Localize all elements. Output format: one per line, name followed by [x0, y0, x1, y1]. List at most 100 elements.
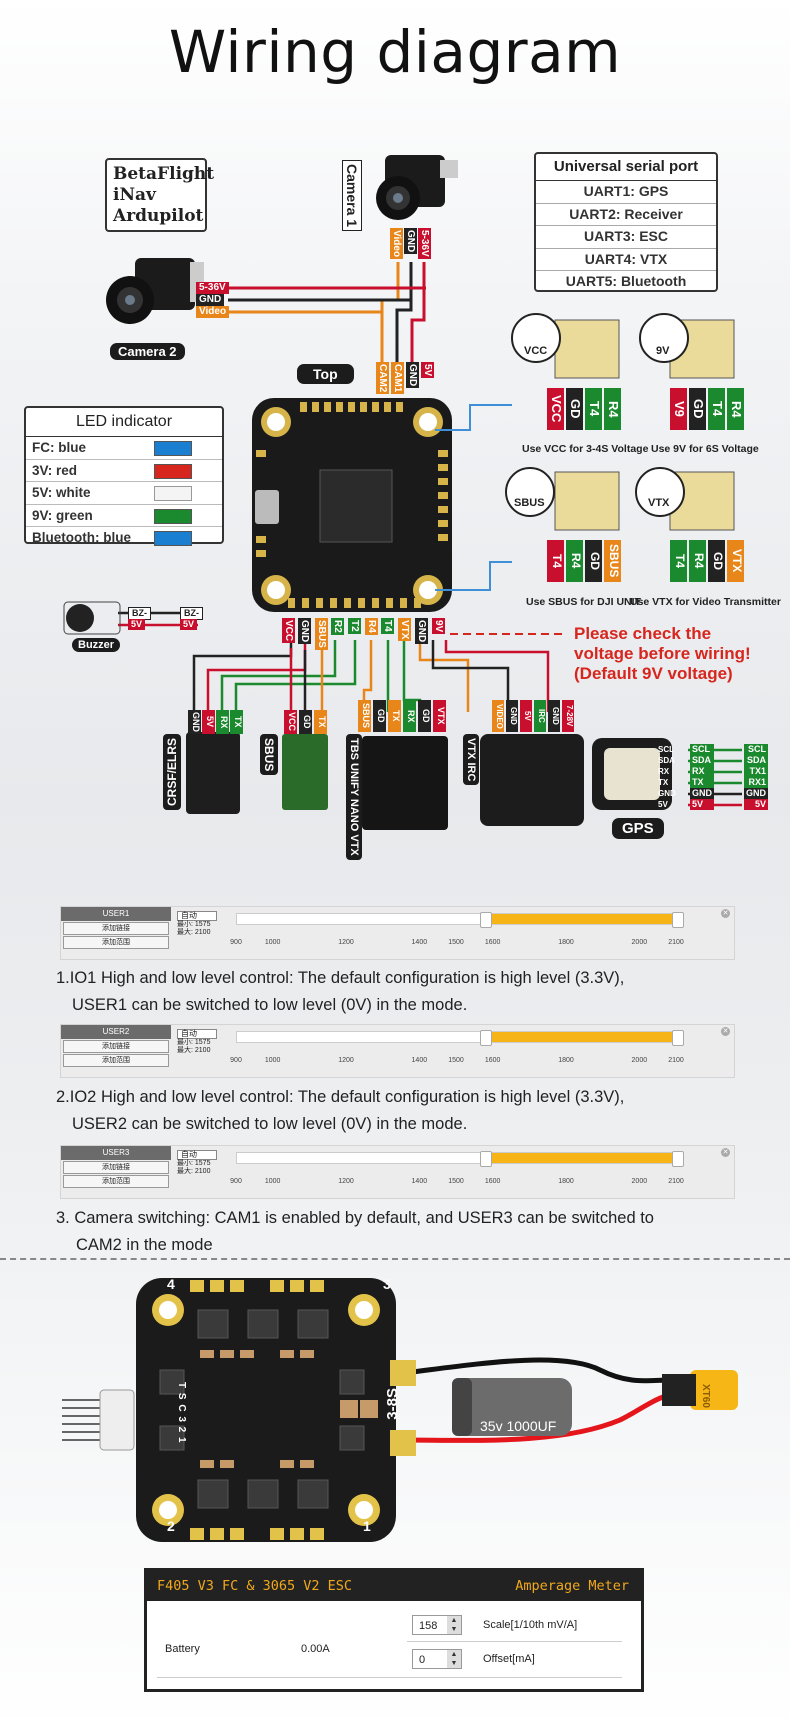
user1-title: USER1	[61, 907, 171, 921]
led-row: FC: blue	[26, 437, 222, 460]
warning-line: (Default 9V voltage)	[574, 664, 733, 683]
vtx-irc-label: VTX IRC	[463, 734, 479, 786]
gps-pin: GND	[658, 789, 676, 798]
esc-voltage-label: 3-8S	[384, 1388, 401, 1420]
close-icon[interactable]: ✕	[721, 1148, 730, 1157]
tick-label: 900	[230, 939, 242, 946]
tick-label: 1000	[264, 1178, 281, 1185]
fc-pad-vcc: VCC	[282, 618, 295, 644]
peri-pin: IRC	[534, 700, 546, 732]
amp-divider	[407, 1641, 622, 1642]
gps-wire-tag: TX1	[744, 766, 768, 777]
camera1-image	[376, 155, 458, 220]
esc-corner-3: 3	[383, 1276, 391, 1292]
battery-label: Battery	[165, 1643, 200, 1655]
close-icon[interactable]: ✕	[721, 1027, 730, 1036]
range-handle-max[interactable]	[672, 1030, 684, 1046]
fc-board	[252, 398, 452, 612]
para-io1: 1.IO1 High and low level control: The de…	[56, 965, 756, 1019]
range-track[interactable]	[236, 1151, 684, 1167]
range-handle-max[interactable]	[672, 1151, 684, 1167]
battery-value: 0.00A	[301, 1643, 330, 1655]
user3-mode: 自动 最小: 1575 最大: 2100	[177, 1150, 217, 1176]
led-row: 9V: green	[26, 505, 222, 527]
esc-motor-pins: T S C 3 2 1	[176, 1382, 187, 1444]
add-link-button[interactable]: 添加链接	[63, 1161, 169, 1174]
range-handle-min[interactable]	[479, 912, 492, 928]
fc-pad-9v: 9V	[432, 618, 445, 635]
peri-pin: GD	[299, 710, 312, 734]
gps-wire-tag: 5V	[744, 799, 768, 810]
camera1-label: Camera 1	[342, 160, 362, 232]
tbs-pins: SBUS GD TX RX GD VTX	[358, 700, 446, 732]
tick-label: 1200	[338, 939, 354, 946]
selector-note-9v: Use 9V for 6S Voltage	[651, 443, 759, 455]
sel-pin: GD	[585, 540, 602, 582]
led-label: FC: blue	[32, 440, 86, 455]
stepper-arrows-icon[interactable]: ▲▼	[447, 1616, 461, 1634]
tick-label: 2000	[631, 1057, 648, 1064]
firmware-inav: iNav	[113, 185, 156, 205]
mode-select[interactable]: 自动	[177, 1029, 217, 1039]
scale-value: 158	[419, 1620, 438, 1632]
add-range-button[interactable]: 添加范围	[63, 936, 169, 949]
esc-corner-2: 2	[167, 1518, 175, 1534]
range-track[interactable]	[236, 912, 684, 928]
peri-pin: GD	[418, 700, 431, 732]
user3-slider-panel: USER3 添加链接 添加范围 自动 最小: 1575 最大: 2100 900…	[60, 1145, 735, 1199]
add-range-button[interactable]: 添加范围	[63, 1175, 169, 1188]
gps-board-pins: SCL SDA RX TX GND 5V	[658, 744, 676, 810]
peri-pin: GND	[548, 700, 560, 732]
led-label: 9V: green	[32, 507, 93, 523]
add-link-button[interactable]: 添加链接	[63, 1040, 169, 1053]
tick-label: 2000	[631, 1178, 648, 1185]
selector-note-vcc: Use VCC for 3-4S Voltage	[522, 443, 649, 455]
selector-board-vtx	[635, 467, 735, 531]
firmware-betaflight: BetaFlight	[113, 164, 215, 184]
tick-label: 1200	[338, 1178, 354, 1185]
range-handle-min[interactable]	[479, 1030, 492, 1046]
camera2-image	[106, 258, 204, 324]
xt60-label: XT60	[700, 1384, 711, 1408]
esc-board	[136, 1278, 396, 1542]
user1-side: USER1 添加链接 添加范围	[61, 907, 171, 959]
fc-top-label: Top	[297, 364, 354, 384]
gps-wire-tag: RX1	[744, 777, 768, 788]
tick-label: 2000	[631, 939, 648, 946]
selector-board-sbus	[505, 467, 620, 531]
selector-pins-9v: V9 GD T4 R4	[670, 388, 744, 430]
scale-stepper[interactable]: 158 ▲▼	[412, 1615, 462, 1635]
fc-pad-r2: R2	[331, 618, 344, 635]
para-io2: 2.IO2 High and low level control: The de…	[56, 1084, 756, 1138]
add-link-button[interactable]: 添加链接	[63, 922, 169, 935]
selector-pad-vtx: VTX	[648, 497, 670, 509]
fc-pad-cam2: CAM2	[376, 362, 389, 395]
stepper-arrows-icon[interactable]: ▲▼	[447, 1650, 461, 1668]
add-range-button[interactable]: 添加范围	[63, 1054, 169, 1067]
firmware-ardupilot: Ardupilot	[113, 206, 204, 226]
range-handle-max[interactable]	[672, 912, 684, 928]
range-fill	[484, 1153, 677, 1163]
esc-svg	[62, 1278, 738, 1542]
gps-wire-tag: SCL	[690, 744, 714, 755]
selector-pins-sbus: T4 R4 GD SBUS	[547, 540, 621, 582]
range-handle-min[interactable]	[479, 1151, 492, 1167]
crsf-board	[186, 732, 240, 814]
sel-pin: R4	[604, 388, 621, 430]
peri-pin: RX	[403, 700, 416, 732]
page-title: Wiring diagram	[168, 18, 622, 86]
mode-select[interactable]: 自动	[177, 1150, 217, 1160]
uart-row: UART5: Bluetooth	[565, 273, 687, 289]
offset-stepper[interactable]: 0▲▼	[412, 1649, 462, 1669]
range-track[interactable]	[236, 1030, 684, 1046]
led-label: 3V: red	[32, 462, 78, 478]
uart-header: Universal serial port	[536, 154, 716, 181]
tick-label: 2100	[668, 939, 684, 946]
crsf-pins: GND 5V RX TX	[188, 710, 243, 734]
close-icon[interactable]: ✕	[721, 909, 730, 918]
range-max: 最大: 2100	[177, 929, 211, 936]
cam2-pin-video: Video	[196, 306, 230, 318]
mode-select[interactable]: 自动	[177, 911, 217, 921]
